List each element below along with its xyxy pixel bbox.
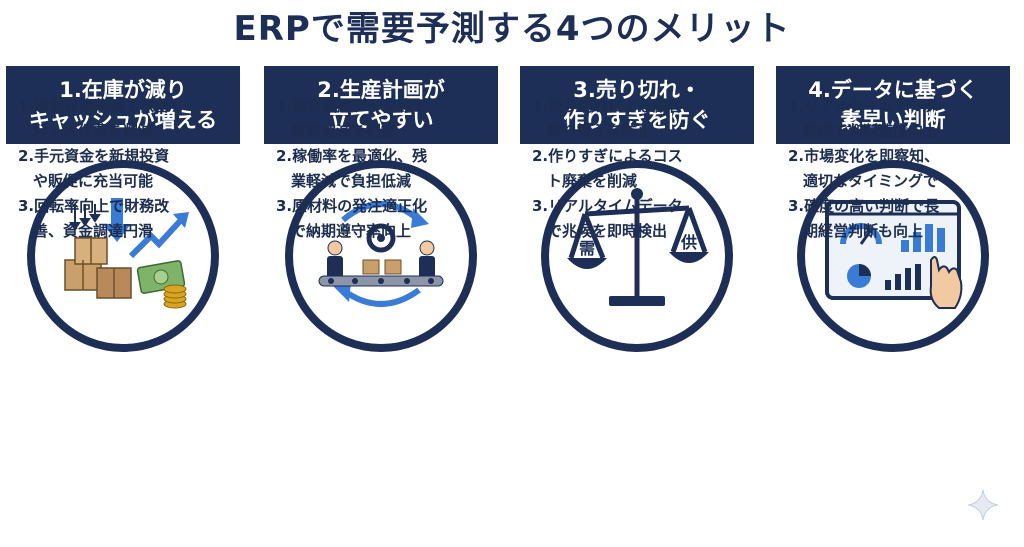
benefit-heading-2: 2.生産計画が 立てやすい	[264, 66, 498, 144]
dashboard-icon	[797, 160, 989, 352]
production-line-icon	[285, 160, 477, 352]
benefit-card-4: 4.データに基づく 素早い判断	[776, 66, 1010, 542]
benefit-card-3: 3.売り切れ・ 作りすぎを防ぐ 需 供 1.売り切れによる顧客 乗り換えを防止 …	[520, 66, 754, 542]
list-item: 1.販売履歴データ等で 需要増減を把握	[276, 97, 428, 140]
scale-right-label: 供	[680, 233, 697, 252]
inventory-cash-icon	[27, 160, 219, 352]
benefit-list-1: 1.過剰在庫削減で保管 料・人件費を削減 2.手元資金を新規投資 や販促に充当可…	[18, 94, 214, 244]
benefit-list-2: 1.販売履歴データ等で 需要増減を把握 2.稼働率を最適化、残 業軽減で負担低減…	[276, 94, 472, 244]
benefit-card-2: 2.生産計画が 立てやすい 1.	[264, 66, 498, 542]
benefit-list-3: 1.売り切れによる顧客 乗り換えを防止 2.作りすぎによるコス ト廃棄を削減 3…	[532, 94, 728, 244]
list-item: 2.手元資金を新規投資 や販促に充当可能	[18, 147, 170, 190]
benefit-list-box-2	[276, 324, 486, 536]
heading-line-2: 素早い判断	[840, 108, 946, 132]
heading-line-1: 4.データに基づく	[808, 78, 978, 102]
list-item: 1.売り切れによる顧客 乗り換えを防止	[532, 97, 683, 140]
list-item: 2.市場変化を即察知、 適切なタイミングで	[788, 147, 940, 190]
benefit-heading-3: 3.売り切れ・ 作りすぎを防ぐ	[520, 66, 754, 144]
benefit-heading-4: 4.データに基づく 素早い判断	[776, 66, 1010, 144]
list-item: 3.回転率向上で財務改 善、資金調達円滑	[18, 197, 170, 240]
benefit-card-1: 1.在庫が減り キャッシュが増える	[6, 66, 240, 542]
benefit-list-4: 1.リアルタイムデータ 提供で判断速度向上 2.市場変化を即察知、 適切なタイミ…	[788, 94, 984, 244]
list-item: 2.稼働率を最適化、残 業軽減で負担低減	[276, 147, 428, 190]
list-item: 3.確度の高い判断で長 期経営判断も向上	[788, 197, 940, 240]
benefit-heading-1: 1.在庫が減り キャッシュが増える	[6, 66, 240, 144]
sparkle-icon	[967, 489, 999, 521]
heading-line-1: 3.売り切れ・	[573, 78, 701, 102]
list-item: 2.作りすぎによるコス ト廃棄を削減	[532, 147, 683, 190]
scale-left-label: 需	[579, 239, 595, 258]
list-item: 3.リアルタイムデータ で兆候を即時検出	[532, 197, 683, 240]
heading-line-2: キャッシュが増える	[28, 108, 218, 132]
benefit-list-box-1	[18, 324, 228, 536]
heading-line-2: 立てやすい	[328, 108, 434, 132]
heading-line-1: 2.生産計画が	[317, 78, 445, 102]
heading-line-1: 1.在庫が減り	[59, 78, 187, 102]
balance-scale-icon: 需 供	[541, 160, 733, 352]
list-item: 3.原材料の発注適正化 で納期遵守率向上	[276, 197, 428, 240]
list-item: 1.過剰在庫削減で保管 料・人件費を削減	[18, 97, 170, 140]
heading-line-2: 作りすぎを防ぐ	[563, 108, 711, 132]
page-title: ERPで需要予測する4つのメリット	[233, 9, 791, 49]
benefit-list-box-3	[532, 324, 742, 536]
list-item: 1.リアルタイムデータ 提供で判断速度向上	[788, 97, 939, 140]
